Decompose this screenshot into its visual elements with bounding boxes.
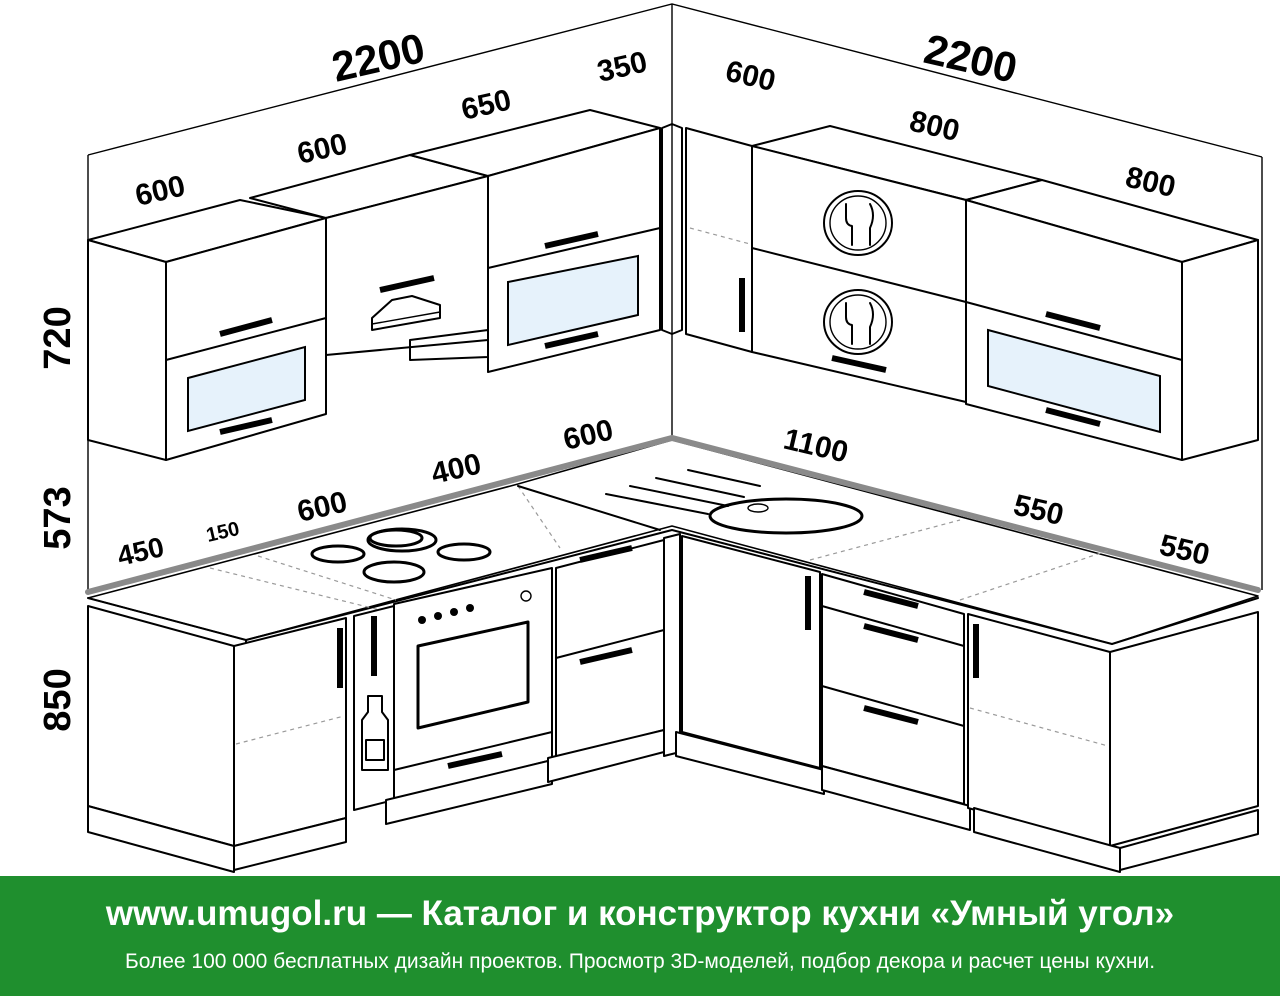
dim-upper-left-3: 650 [458, 83, 514, 126]
plate-icon [823, 289, 893, 355]
dim-height-upper: 720 [37, 306, 79, 369]
countertop [85, 434, 1261, 647]
sink [605, 469, 864, 535]
kitchen-svg: 2200 2200 600 600 650 350 600 800 800 72… [37, 3, 1263, 873]
upper-cabinet-right-3 [965, 179, 1259, 461]
dim-upper-left-4: 350 [594, 45, 650, 88]
dim-counter-left-5: 600 [560, 413, 616, 456]
base-cabinet-bottle [353, 605, 395, 811]
upper-corner-column [661, 123, 683, 335]
base-cabinet-left-corner [87, 605, 347, 873]
dim-wall-left-total: 2200 [327, 24, 429, 91]
dim-counter-left-1: 450 [114, 531, 166, 572]
banner-subtitle: Более 100 000 бесплатных дизайн проектов… [124, 950, 1156, 973]
dim-upper-left-2: 600 [294, 127, 350, 170]
dim-height-base: 850 [37, 668, 79, 731]
dim-height-splash: 573 [37, 486, 79, 549]
dim-wall-right-total: 2200 [920, 25, 1022, 92]
dim-counter-left-2: 150 [204, 518, 241, 547]
base-cabinet-right-1 [675, 535, 825, 795]
dim-counter-left-4: 400 [428, 447, 484, 490]
dim-counter-right-1: 1100 [780, 423, 851, 470]
dim-upper-right-1: 600 [722, 55, 778, 98]
kitchen-drawing: 2200 2200 600 600 650 350 600 800 800 72… [37, 3, 1263, 873]
promo-banner: www.umugol.ru — Каталог и конструктор ку… [0, 876, 1280, 996]
base-cabinet-drawers-left [547, 539, 665, 783]
banner-title[interactable]: www.umugol.ru — Каталог и конструктор ку… [105, 894, 1175, 933]
upper-cabinet-left-1 [87, 199, 327, 461]
base-corner-column [663, 533, 681, 757]
upper-cabinet-left-3 [409, 109, 661, 373]
base-cabinet-right-end [967, 611, 1259, 873]
dim-upper-right-2: 800 [906, 105, 962, 148]
hob [310, 527, 492, 584]
dim-upper-left-1: 600 [132, 169, 188, 212]
base-cabinet-oven [385, 567, 553, 825]
base-cabinet-right-drawers [821, 573, 971, 831]
upper-cabinet-right-2-plates [751, 125, 1043, 403]
plate-icon [823, 190, 893, 256]
upper-cabinet-right-1 [685, 127, 753, 353]
dim-upper-right-3: 800 [1122, 161, 1178, 204]
